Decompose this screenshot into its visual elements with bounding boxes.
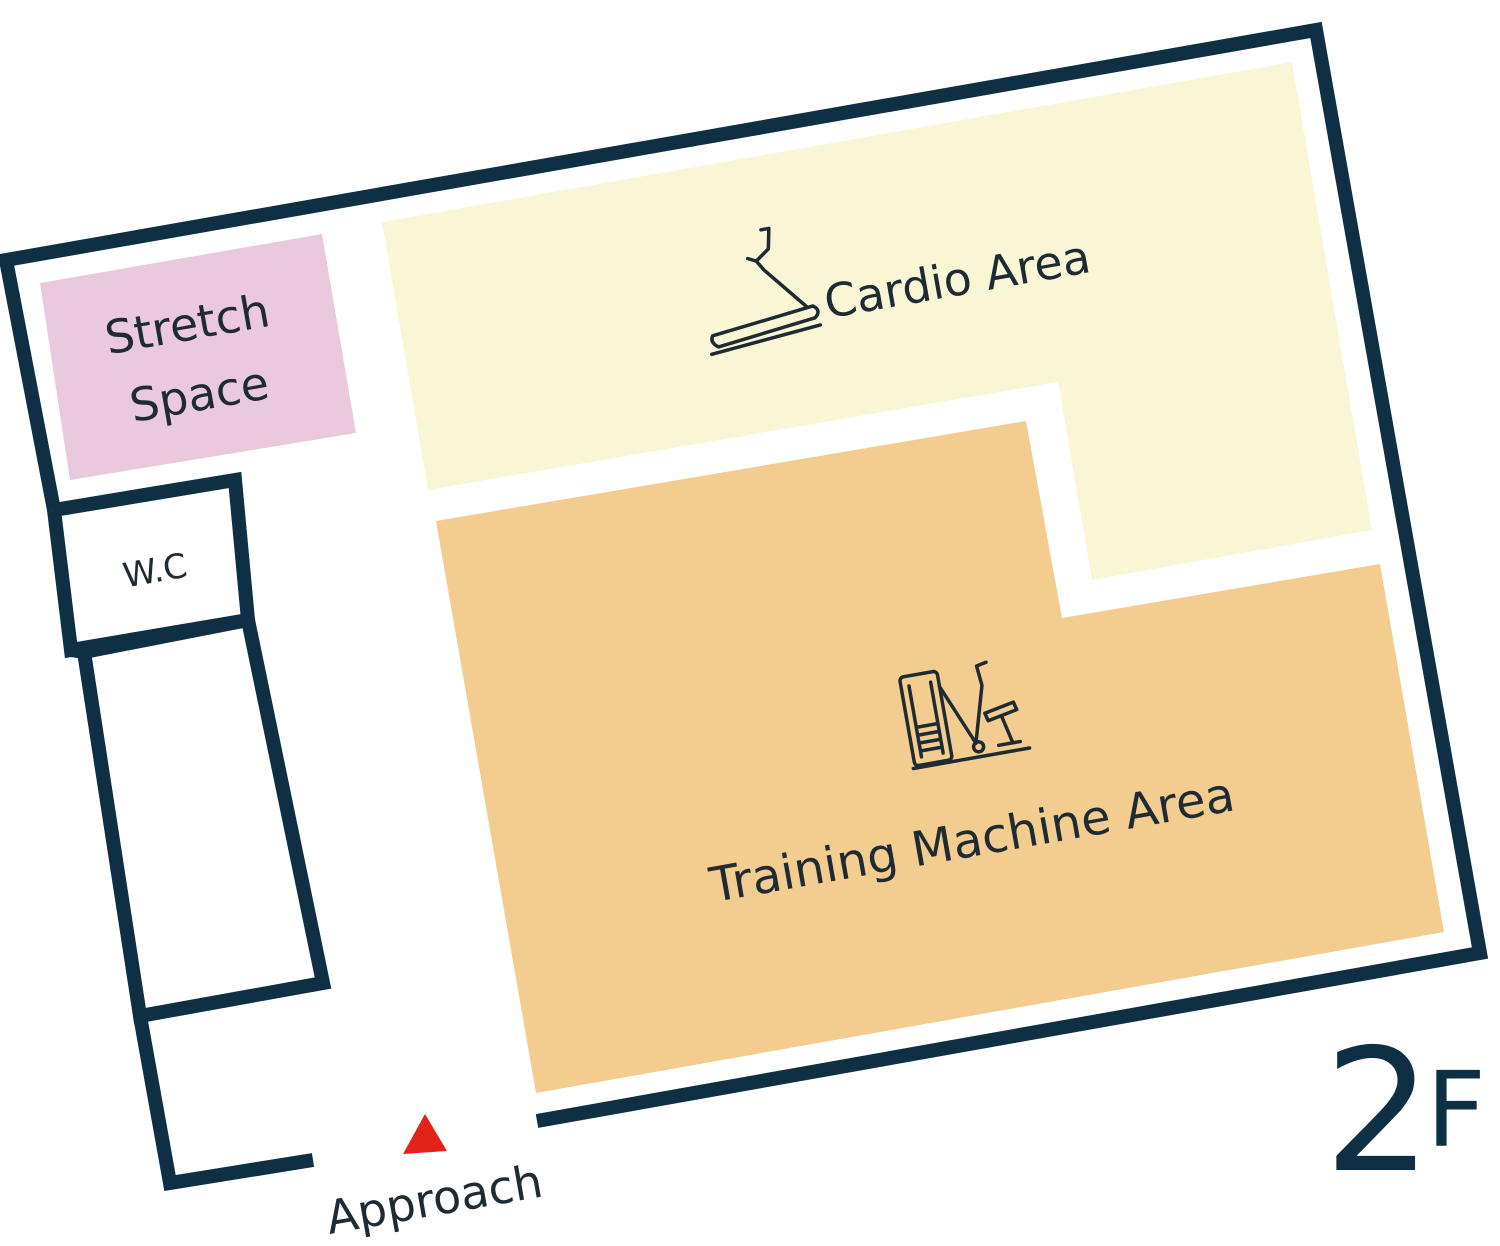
cardio-area[interactable]: [382, 62, 1372, 580]
floor-number: 2: [1324, 1013, 1432, 1211]
treadmill-icon: [710, 226, 823, 357]
approach-label: Approach: [322, 1154, 547, 1245]
approach-marker: [403, 1114, 447, 1154]
entrance-wall: [133, 1014, 315, 1192]
wc-label: W.C: [120, 546, 190, 597]
training-machine-area[interactable]: [436, 421, 1444, 1093]
floor-suffix: F: [1426, 1049, 1486, 1171]
stretch-space-area[interactable]: [40, 234, 356, 480]
outer-wall: [0, 21, 1489, 1128]
weight-machine-icon: [898, 660, 1032, 771]
storage-room-wall: [69, 611, 332, 1025]
